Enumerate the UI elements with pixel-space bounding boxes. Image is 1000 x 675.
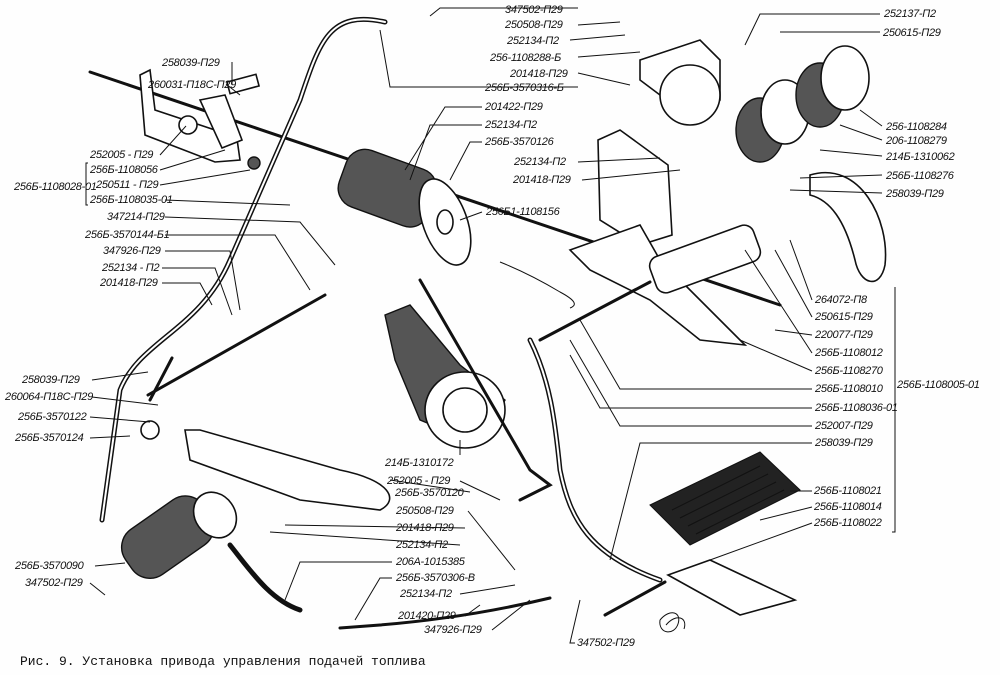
part-label: 256Б-3570090 bbox=[14, 560, 85, 572]
part-label: 256Б-1108270 bbox=[814, 365, 884, 377]
part-label: 201422-П29 bbox=[484, 101, 543, 113]
part-label: 256Б-1108014 bbox=[813, 501, 882, 513]
part-label: 214Б-1310172 bbox=[384, 457, 454, 469]
pedal-shaft bbox=[538, 224, 762, 342]
part-label: 256Б-1108056 bbox=[89, 164, 159, 176]
part-label: 347214-П29 bbox=[107, 211, 165, 223]
part-label: 258039-П29 bbox=[161, 57, 220, 69]
pedal-pad bbox=[603, 451, 801, 633]
fuel-tube bbox=[99, 16, 388, 523]
hand-pump bbox=[120, 491, 552, 630]
part-label: 250511 - П29 bbox=[95, 179, 158, 191]
part-label: 214Б-1310062 bbox=[885, 151, 955, 163]
part-label: 256Б-3570306-В bbox=[395, 572, 475, 584]
part-label: 252134 - П2 bbox=[101, 262, 159, 274]
part-label: 256Б-3570122 bbox=[17, 411, 87, 423]
return-spring bbox=[499, 261, 575, 309]
part-label: 260031-П18С-П29 bbox=[147, 79, 236, 91]
part-label: 201420-П29 bbox=[397, 610, 456, 622]
part-label: 201418-П29 bbox=[99, 277, 158, 289]
part-label: 347502-П29 bbox=[25, 577, 83, 589]
assembly-label: 256Б-1108028-01 bbox=[13, 181, 97, 193]
part-label: 256Б-1108010 bbox=[814, 383, 884, 395]
part-label: 201418-П29 bbox=[512, 174, 571, 186]
part-label: 252134-П2 bbox=[395, 539, 448, 551]
part-label: 252007-П29 bbox=[814, 420, 873, 432]
cylinder-assembly bbox=[337, 148, 472, 266]
part-label: 256Б-1108036-01 bbox=[814, 402, 898, 414]
part-label: 258039-П29 bbox=[885, 188, 944, 200]
pedal-bracket bbox=[568, 39, 748, 347]
part-label: 256Б-3570120 bbox=[394, 487, 465, 499]
part-label: 256Б-3570144-Б1 bbox=[84, 229, 170, 241]
part-label: 347926-П29 bbox=[103, 245, 161, 257]
cable-bracket bbox=[139, 68, 261, 170]
part-label: 256-1108284 bbox=[885, 121, 947, 133]
bracket-line bbox=[85, 162, 88, 206]
part-label: 347926-П29 bbox=[424, 624, 482, 636]
part-label: 256Б1-1108156 bbox=[485, 206, 561, 218]
part-label: 252005 - П29 bbox=[386, 475, 450, 487]
part-label: 206-1108279 bbox=[885, 135, 947, 147]
part-label: 258039-П29 bbox=[814, 437, 873, 449]
part-label: 256Б-1108021 bbox=[813, 485, 882, 497]
part-label: 256Б-3570126 bbox=[484, 136, 555, 148]
part-label: 250615-П29 bbox=[814, 311, 873, 323]
part-label: 264072-П8 bbox=[814, 294, 868, 306]
part-label: 347502-П29 bbox=[577, 637, 635, 649]
part-label: 201418-П29 bbox=[509, 68, 568, 80]
part-label: 256Б-1108035-01 bbox=[89, 194, 173, 206]
part-label: 250615-П29 bbox=[882, 27, 941, 39]
rubber-boot bbox=[384, 278, 553, 502]
part-label: 250508-П29 bbox=[395, 505, 454, 517]
leader-lines bbox=[89, 7, 896, 644]
part-label: 250508-П29 bbox=[504, 19, 563, 31]
part-label: 220077-П29 bbox=[814, 329, 873, 341]
part-label: 252134-П2 bbox=[513, 156, 566, 168]
part-label: 252005 - П29 bbox=[89, 149, 153, 161]
part-label: 252134-П2 bbox=[484, 119, 537, 131]
part-label: 256Б-1108022 bbox=[813, 517, 882, 529]
part-label: 258039-П29 bbox=[21, 374, 80, 386]
pedal-lever bbox=[527, 337, 663, 583]
part-label: 201418-П29 bbox=[395, 522, 454, 534]
figure-caption: Рис. 9. Установка привода управления под… bbox=[20, 654, 426, 669]
assembly-label: 256Б-1108005-01 bbox=[896, 379, 980, 391]
part-label: 252137-П2 bbox=[883, 8, 936, 20]
part-label: 256Б-3570316-Б bbox=[484, 82, 564, 94]
part-label: 347502-П29 bbox=[505, 4, 563, 16]
part-label: 252134-П2 bbox=[506, 35, 559, 47]
part-label: 206А-1015385 bbox=[395, 556, 466, 568]
friction-discs bbox=[735, 45, 887, 283]
part-label: 260064-П18С-П29 bbox=[4, 391, 93, 403]
hand-lever bbox=[140, 293, 391, 511]
part-label: 256-1108288-Б bbox=[489, 52, 561, 64]
part-label: 256Б-1108276 bbox=[885, 170, 955, 182]
part-label: 252134-П2 bbox=[399, 588, 452, 600]
part-label: 256Б-3570124 bbox=[14, 432, 84, 444]
part-label: 256Б-1108012 bbox=[814, 347, 883, 359]
